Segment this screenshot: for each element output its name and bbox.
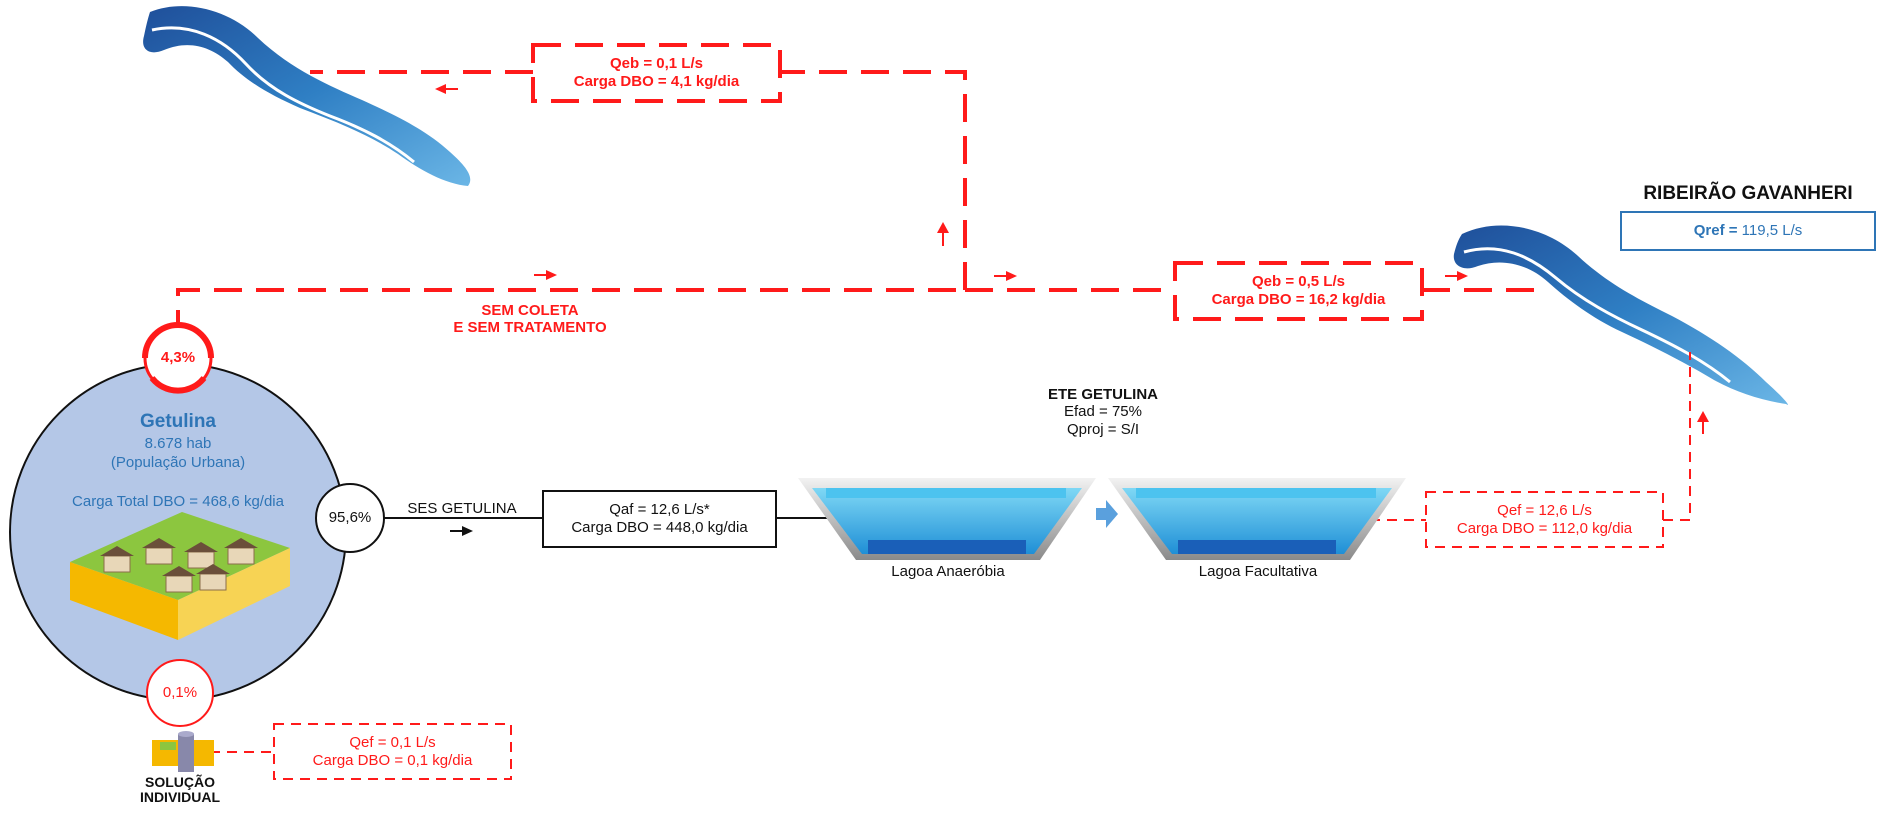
arrow-left-icon — [435, 84, 458, 94]
anaerobic-lagoon-label: Lagoa Anaeróbia — [891, 563, 1005, 580]
upper-branch-flow: Qeb = 0,1 L/s — [610, 55, 703, 72]
river-right-icon — [1453, 225, 1788, 405]
individual-box — [273, 723, 512, 780]
flow-arrow-blue-icon — [1096, 500, 1118, 528]
upper-branch-line — [780, 70, 967, 290]
ses-box — [542, 490, 777, 548]
river-top-left-icon — [143, 6, 471, 186]
qref-label: Qref = — [1693, 222, 1738, 239]
arrow-up-icon — [1697, 411, 1709, 434]
facultative-lagoon-label: Lagoa Facultativa — [1198, 563, 1318, 580]
facultative-lagoon-icon — [1108, 478, 1406, 560]
anaerobic-lagoon-icon — [798, 478, 1096, 560]
middle-branch-load: Carga DBO = 16,2 kg/dia — [1211, 291, 1386, 308]
individual-label-line2: INDIVIDUAL — [139, 789, 221, 806]
middle-branch-box — [1173, 261, 1424, 321]
qref-box: Qref = 119,5 L/s — [1620, 211, 1876, 251]
effluent-flow-lines — [210, 352, 1691, 753]
no-collection-label: SEM COLETA E SEM TRATAMENTO — [420, 302, 640, 337]
individual-load: Carga DBO = 0,1 kg/dia — [312, 751, 473, 769]
pct-individual: 0,1% — [162, 684, 198, 701]
qref-value: 119,5 L/s — [1741, 222, 1803, 239]
upper-branch-text: Qeb = 0,1 L/s Carga DBO = 4,1 kg/dia — [533, 45, 780, 101]
middle-branch-flow: Qeb = 0,5 L/s — [1252, 273, 1345, 290]
ete-efad: Efad = 75% — [1064, 403, 1142, 421]
individual-label-line1: SOLUÇÃO — [145, 774, 215, 790]
individual-flow: Qef = 0,1 L/s — [349, 733, 436, 751]
arrow-right-icon — [1445, 271, 1468, 281]
city-population-type: (População Urbana) — [110, 454, 246, 471]
effluent-load: Carga DBO = 112,0 kg/dia — [1456, 519, 1633, 537]
pct-no-collection: 4,3% — [160, 349, 196, 366]
ete-block: ETE GETULINA Efad = 75% Qproj = S/I — [1000, 386, 1206, 438]
individual-text: Qef = 0,1 L/s Carga DBO = 0,1 kg/dia — [274, 724, 511, 779]
arrow-right-icon — [534, 270, 557, 280]
individual-solution-label: SOLUÇÃO INDIVIDUAL — [110, 774, 250, 806]
ses-label: SES GETULINA — [407, 500, 517, 517]
septic-tank-icon — [152, 731, 214, 772]
no-collection-line2: E SEM TRATAMENTO — [453, 319, 607, 337]
ses-load: Carga DBO = 448,0 kg/dia — [571, 519, 748, 536]
ses-box-text: Qaf = 12,6 L/s* Carga DBO = 448,0 kg/dia — [543, 491, 776, 547]
middle-branch-text: Qeb = 0,5 L/s Carga DBO = 16,2 kg/dia — [1175, 263, 1422, 319]
pct-ses: 95,6% — [328, 509, 372, 526]
upper-branch-load: Carga DBO = 4,1 kg/dia — [573, 73, 740, 90]
ses-arrow-icon — [450, 526, 473, 536]
ete-title: ETE GETULINA — [1047, 386, 1158, 403]
ses-flow: Qaf = 12,6 L/s* — [609, 501, 710, 518]
pct-individual-circle — [146, 659, 214, 727]
no-collection-line1: SEM COLETA — [481, 302, 579, 319]
city-population: 8.678 hab — [144, 435, 212, 452]
effluent-text: Qef = 12,6 L/s Carga DBO = 112,0 kg/dia — [1426, 492, 1663, 547]
city-houses-icon — [70, 512, 290, 640]
city-name: Getulina — [139, 411, 216, 432]
upper-branch-box — [531, 43, 782, 103]
ete-qproj: Qproj = S/I — [1066, 420, 1140, 438]
effluent-flow: Qef = 12,6 L/s — [1497, 501, 1592, 519]
city-total-load: Carga Total DBO = 468,6 kg/dia — [72, 493, 284, 510]
river-name: RIBEIRÃO GAVANHERI — [1643, 183, 1853, 204]
arrow-right-icon — [994, 271, 1017, 281]
flow-arrows — [435, 84, 1709, 434]
arrow-up-icon — [937, 222, 949, 246]
